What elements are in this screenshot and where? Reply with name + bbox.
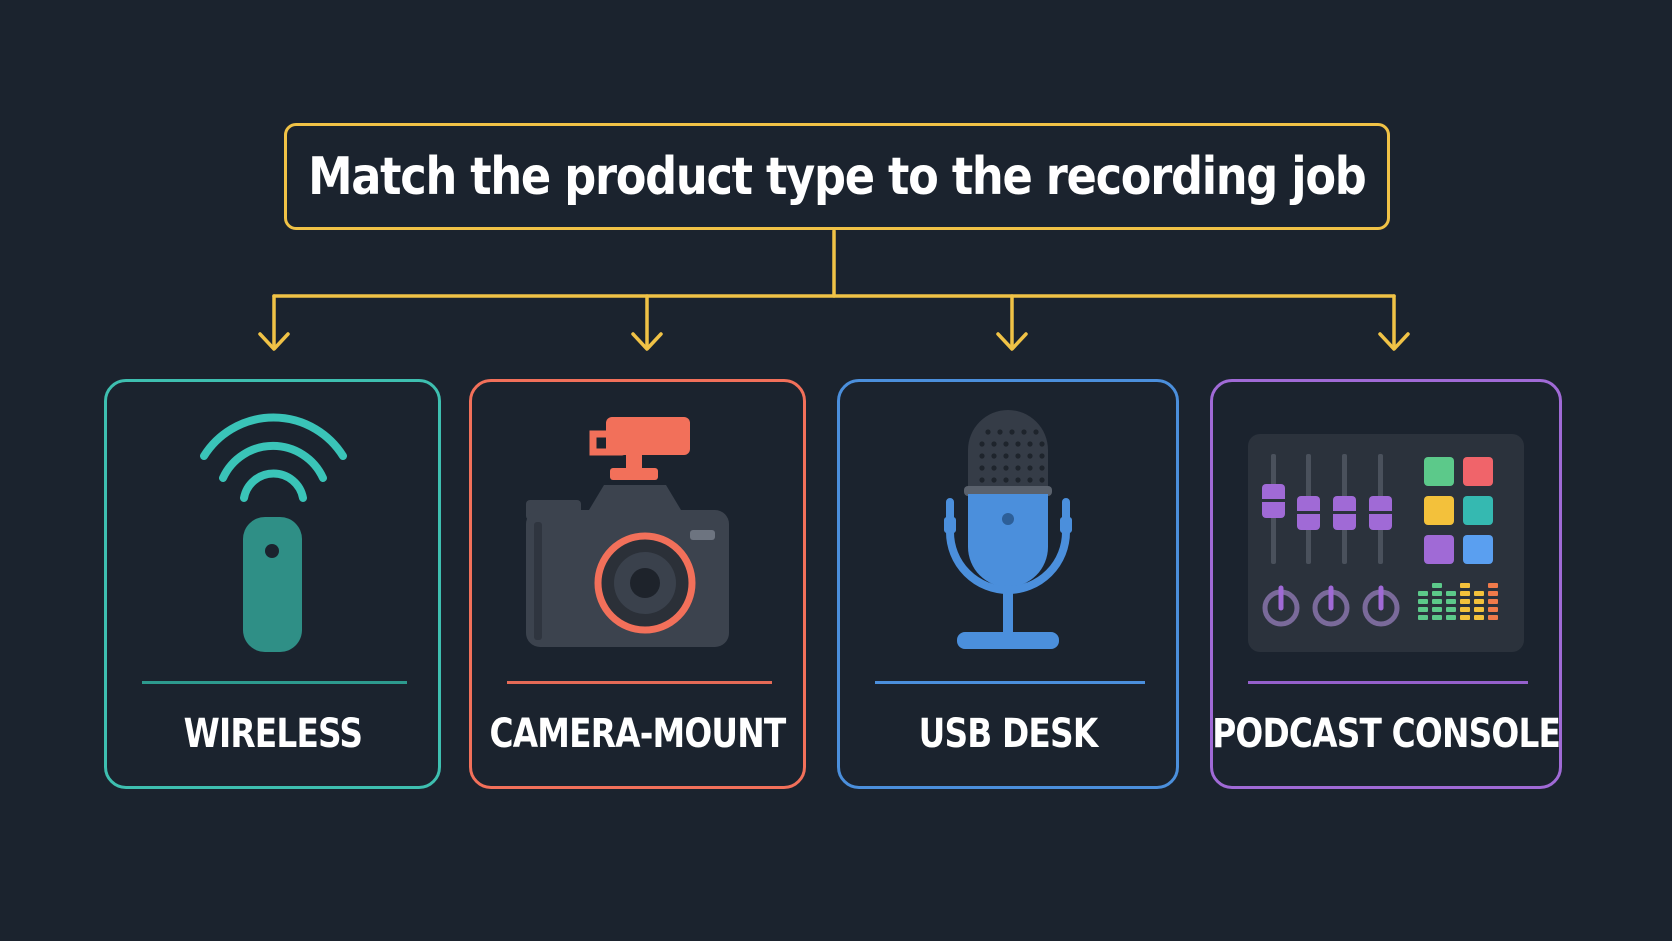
arrowhead-wireless — [258, 332, 290, 351]
card-usb-desk: USB DESK — [837, 379, 1179, 789]
desk-microphone-icon — [944, 410, 1072, 649]
arrowhead-podcast-console — [1378, 332, 1410, 351]
arrowhead-usb-desk — [996, 332, 1028, 351]
wireless-transmitter-icon — [200, 413, 347, 652]
card-podcast-console: PODCAST CONSOLE — [1210, 379, 1562, 789]
card-label-podcast-console: PODCAST CONSOLE — [1212, 711, 1561, 757]
camera-with-mic-icon — [526, 417, 729, 647]
arrowhead-camera-mount — [631, 332, 663, 351]
card-label-camera-mount: CAMERA-MOUNT — [489, 711, 787, 757]
card-divider — [1248, 681, 1528, 684]
diagram-title: Match the product type to the recording … — [308, 146, 1367, 207]
card-label-usb-desk: USB DESK — [918, 711, 1099, 757]
card-divider — [142, 681, 407, 684]
card-label-wireless: WIRELESS — [183, 711, 362, 757]
card-wireless: WIRELESS — [104, 379, 441, 789]
title-box: Match the product type to the recording … — [284, 123, 1390, 230]
mixing-console-icon — [1248, 434, 1524, 652]
card-divider — [507, 681, 772, 684]
card-divider — [875, 681, 1145, 684]
card-camera-mount: CAMERA-MOUNT — [469, 379, 806, 789]
